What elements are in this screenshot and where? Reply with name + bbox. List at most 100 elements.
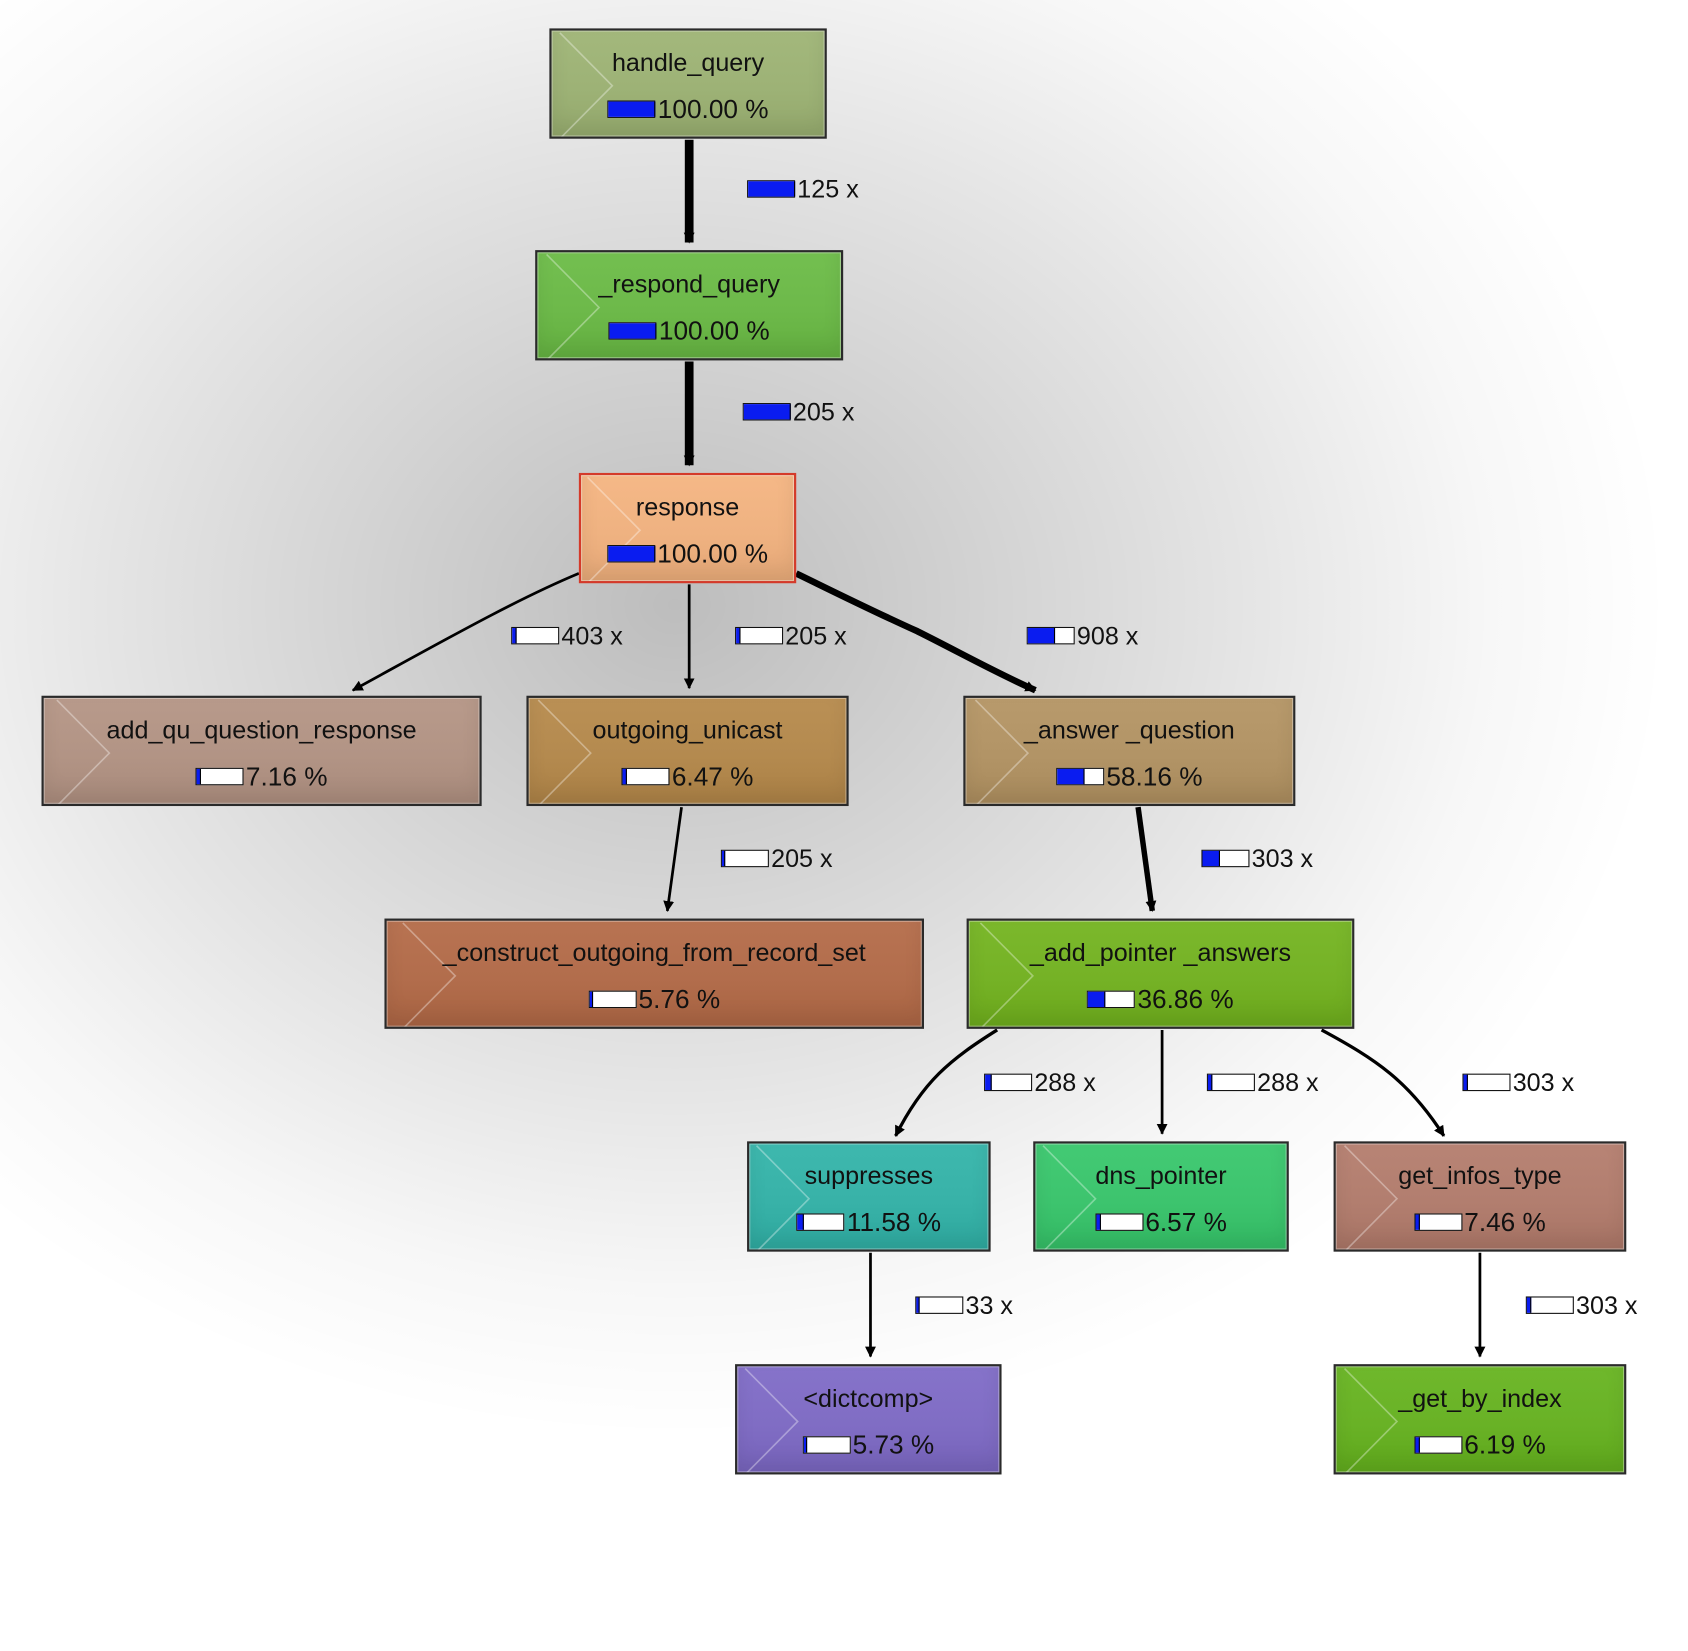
node-name: _get_by_index [1398,1383,1562,1413]
edge-call-count-value: 205 x [785,621,847,650]
edge-call-count: 33 x [915,1291,1013,1320]
node-chevron-icon [755,1145,811,1250]
node-chevron-icon [1042,1145,1097,1250]
edge-call-bar [1201,849,1250,868]
edge-call-count-value: 205 x [792,397,855,426]
edge-call-count-value: 303 x [1512,1068,1575,1097]
node-chevron-icon [586,476,642,582]
edge-call-bar [1206,1073,1255,1092]
node-percent: 36.86 % [969,985,1352,1016]
node-percent: 6.57 % [1035,1208,1286,1239]
edge-call-count: 908 x [1026,621,1139,650]
edge-layer [351,139,1486,1358]
graph-node-dictcomp[interactable]: <dictcomp>5.73 % [735,1364,1002,1475]
node-percent-bar [802,1435,851,1454]
node-chevron-icon [979,922,1034,1027]
node-percent-bar [1414,1435,1463,1454]
node-percent: 6.19 % [1336,1431,1624,1462]
graph-node-respond-query[interactable]: _respond_query 100.00 % [535,250,844,361]
edge-call-count: 303 x [1201,844,1313,873]
call-edge-answer-question-to-add-pointer[interactable] [1135,806,1157,912]
edge-call-count-value: 288 x [1257,1068,1319,1097]
edge-call-count-value: 125 x [797,174,859,204]
edge-call-count: 288 x [984,1068,1096,1097]
call-edge-add-pointer-to-get-infos[interactable] [1320,1028,1446,1137]
edge-call-count: 303 x [1525,1291,1637,1320]
node-percent: 5.76 % [387,985,922,1016]
node-percent-bar-fill [797,1214,805,1230]
node-chevron-icon [744,1367,799,1473]
node-percent-bar [1056,767,1105,785]
edge-call-count: 205 x [735,621,847,650]
edge-call-bar-fill [1207,1074,1213,1090]
node-percent-bar-fill [589,991,593,1007]
node-name: response [635,492,740,521]
node-percent-value: 6.47 % [671,762,754,792]
edge-call-bar [747,180,796,198]
graph-node-add-pointer[interactable]: _add_pointer _answers 36.86 % [966,918,1355,1029]
node-percent-bar [607,100,656,118]
call-edge-response-to-answer-question[interactable] [794,570,1037,694]
node-percent-bar [608,321,657,340]
call-edge-add-pointer-to-suppresses[interactable] [894,1028,999,1137]
node-percent-value: 7.16 % [245,762,328,792]
node-percent-bar [1414,1213,1463,1231]
edge-call-count-value: 908 x [1076,621,1139,650]
node-percent-value: 5.73 % [852,1430,935,1461]
node-percent: 100.00 % [537,317,841,348]
edge-call-bar-fill [1463,1074,1468,1090]
edge-call-count-value: 303 x [1251,844,1314,873]
node-percent-bar-fill [1415,1436,1420,1453]
edge-call-bar-fill [736,627,741,644]
edge-call-count: 303 x [1462,1068,1574,1097]
node-percent-bar-fill [609,322,657,339]
call-edge-response-to-add-qu[interactable] [351,572,580,692]
graph-node-get-by-index[interactable]: _get_by_index 6.19 % [1333,1364,1627,1475]
edge-call-count: 205 x [742,397,855,427]
edge-call-bar [915,1296,964,1314]
node-percent-bar [195,767,244,785]
node-percent: 11.58 % [749,1208,988,1239]
node-chevron-icon [974,699,1030,804]
edge-call-count-value: 205 x [771,844,833,873]
edge-call-count-value: 403 x [561,621,623,650]
node-chevron-icon [559,32,614,137]
node-percent-bar [1095,1213,1144,1231]
node-name: _add_pointer _answers [1029,938,1292,967]
call-edge-outgoing-unicast-to-construct[interactable] [663,806,683,912]
node-percent-bar [621,767,670,785]
node-name: _answer _question [1023,715,1235,744]
node-percent-bar-fill [1415,1214,1420,1230]
node-percent: 7.46 % [1336,1208,1624,1239]
edge-call-count: 125 x [747,175,859,204]
node-percent-bar-fill [196,768,202,784]
node-percent-bar [796,1213,845,1231]
node-percent: 6.47 % [529,762,847,793]
node-percent-value: 5.76 % [638,985,721,1015]
edge-call-bar-fill [916,1297,920,1313]
node-percent-value: 100.00 % [657,539,769,570]
node-percent: 100.00 % [552,95,825,126]
edge-call-bar-fill [743,404,791,420]
node-percent-bar-fill [1057,768,1085,784]
node-name: _respond_query [598,269,780,299]
node-chevron-icon [402,922,457,1027]
edge-call-bar-fill [748,181,796,197]
node-chevron-icon [1343,1367,1399,1473]
edge-call-bar [511,626,560,645]
edge-call-count: 288 x [1206,1068,1319,1097]
node-percent-value: 100.00 % [657,95,769,125]
node-percent: 5.73 % [737,1431,999,1462]
node-chevron-icon [56,699,111,804]
graph-node-response[interactable]: response 100.00 % [578,472,797,584]
node-percent-value: 6.57 % [1145,1207,1227,1238]
